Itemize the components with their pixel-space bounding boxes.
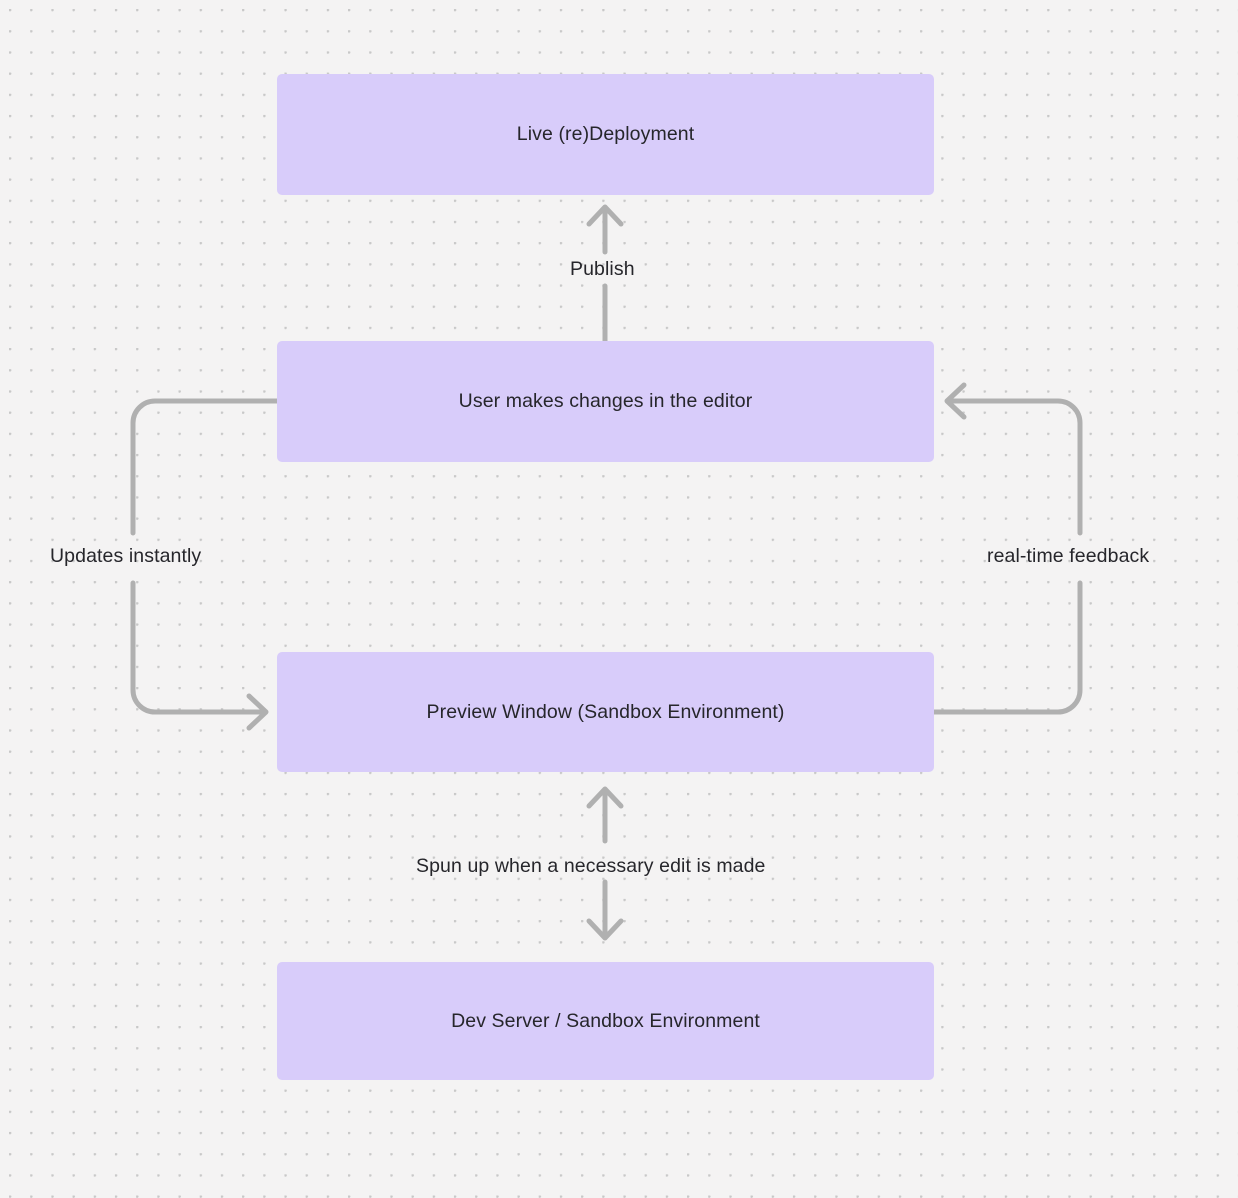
node-label: Dev Server / Sandbox Environment — [451, 1009, 760, 1032]
edge-label-updates-instantly: Updates instantly — [50, 545, 202, 567]
node-preview-window-sandbox-environment[interactable]: Preview Window (Sandbox Environment) — [277, 652, 934, 772]
edge-label-real-time-feedback: real-time feedback — [987, 545, 1150, 567]
node-label: Live (re)Deployment — [516, 123, 695, 146]
node-label: User makes changes in the editor — [458, 390, 753, 413]
node-label: Preview Window (Sandbox Environment) — [426, 700, 785, 723]
node-live-redeployment[interactable]: Live (re)Deployment — [277, 74, 934, 195]
edge-label-publish: Publish — [570, 258, 635, 280]
node-user-makes-changes-in-the-editor[interactable]: User makes changes in the editor — [277, 341, 934, 462]
edge-label-spun-up-when-a-necessary-edit-is-made: Spun up when a necessary edit is made — [416, 855, 766, 877]
node-dev-server-sandbox-environment[interactable]: Dev Server / Sandbox Environment — [277, 962, 934, 1080]
